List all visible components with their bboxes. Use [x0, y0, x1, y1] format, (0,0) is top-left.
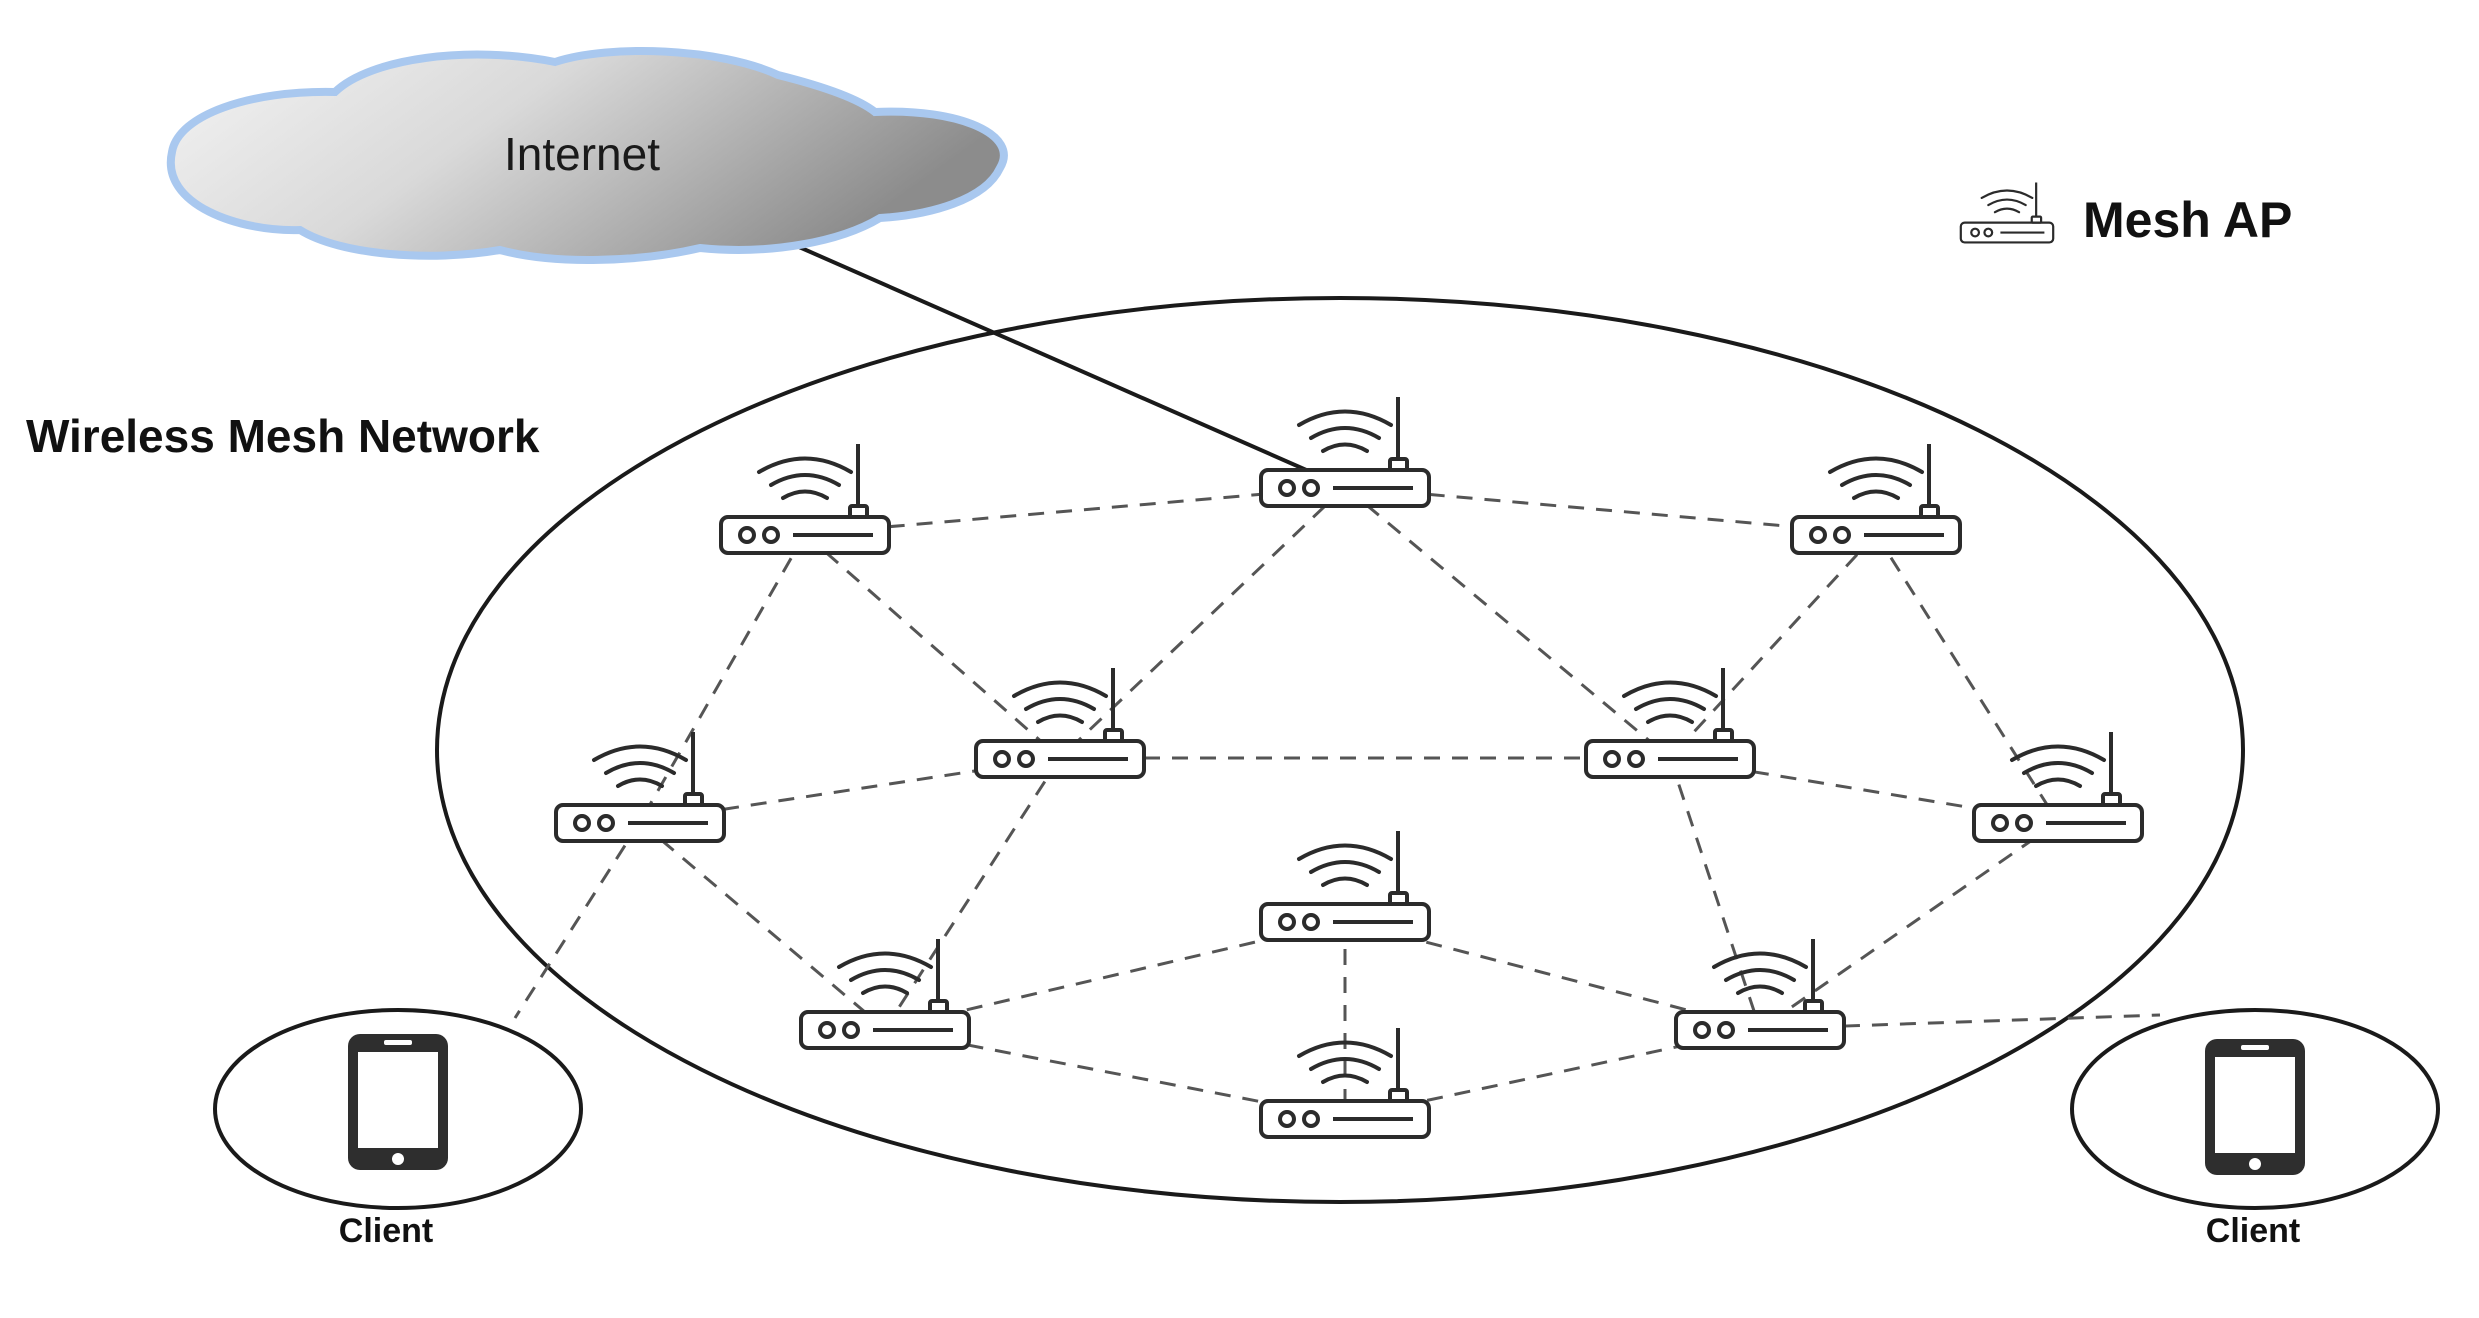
- tablet-icon: [2205, 1039, 2305, 1175]
- mesh-ap-far-left: [554, 730, 726, 843]
- legend: Mesh AP: [1959, 181, 2292, 248]
- mesh-ap-lower-right: [1674, 937, 1846, 1050]
- client-label: Client: [2206, 1212, 2300, 1250]
- router-icon: [1259, 829, 1431, 942]
- mesh-link: [883, 757, 1062, 1030]
- uplink-line: [789, 241, 1346, 489]
- mesh-ap-upper-left: [719, 442, 891, 555]
- mesh-link: [1759, 820, 2059, 1031]
- mesh-link: [1668, 757, 1762, 1030]
- mesh-ap-top: [1259, 395, 1431, 508]
- client-label: Client: [339, 1212, 433, 1250]
- internet-cloud: Internet: [166, 47, 1008, 264]
- router-icon: [799, 937, 971, 1050]
- client-right: Client: [2070, 1008, 2440, 1250]
- mesh-ap-upper-right: [1790, 442, 1962, 555]
- router-icon: [1584, 666, 1756, 779]
- router-icon: [1674, 937, 1846, 1050]
- mesh-link: [884, 1027, 1346, 1120]
- router-icon: [554, 730, 726, 843]
- mesh-link: [1344, 485, 1671, 760]
- legend-label: Mesh AP: [2083, 192, 2292, 248]
- links-layer: [513, 241, 2161, 1120]
- mesh-link: [1058, 485, 1347, 760]
- tablet-icon: [348, 1034, 448, 1170]
- mesh-link: [804, 485, 1346, 536]
- router-icon: [974, 666, 1146, 779]
- mesh-ap-bottom: [1259, 1026, 1431, 1139]
- mesh-link: [1344, 485, 1877, 536]
- mesh-link: [804, 532, 1061, 760]
- router-icon: [719, 442, 891, 555]
- router-icon: [1259, 1026, 1431, 1139]
- router-icon: [1972, 730, 2144, 843]
- legend-router-icon: [1959, 181, 2055, 244]
- mesh-link: [1874, 533, 2060, 823]
- mesh-ap-mid-right-inner: [1584, 666, 1756, 779]
- internet-label: Internet: [504, 128, 660, 180]
- mesh-link: [639, 820, 886, 1031]
- router-icon: [1790, 442, 1962, 555]
- mesh-network-boundary: [435, 296, 2245, 1204]
- nodes-layer: [554, 395, 2144, 1139]
- client-left: Client: [213, 1008, 583, 1250]
- mesh-link: [638, 533, 807, 823]
- mesh-ap-lower-left: [799, 937, 971, 1050]
- mesh-link: [513, 821, 642, 1019]
- mesh-link: [1668, 532, 1878, 760]
- mesh-ap-mid-left-inner: [974, 666, 1146, 779]
- mesh-ap-far-right: [1972, 730, 2144, 843]
- router-icon: [1259, 395, 1431, 508]
- mesh-ap-center: [1259, 829, 1431, 942]
- network-title: Wireless Mesh Network: [26, 410, 540, 462]
